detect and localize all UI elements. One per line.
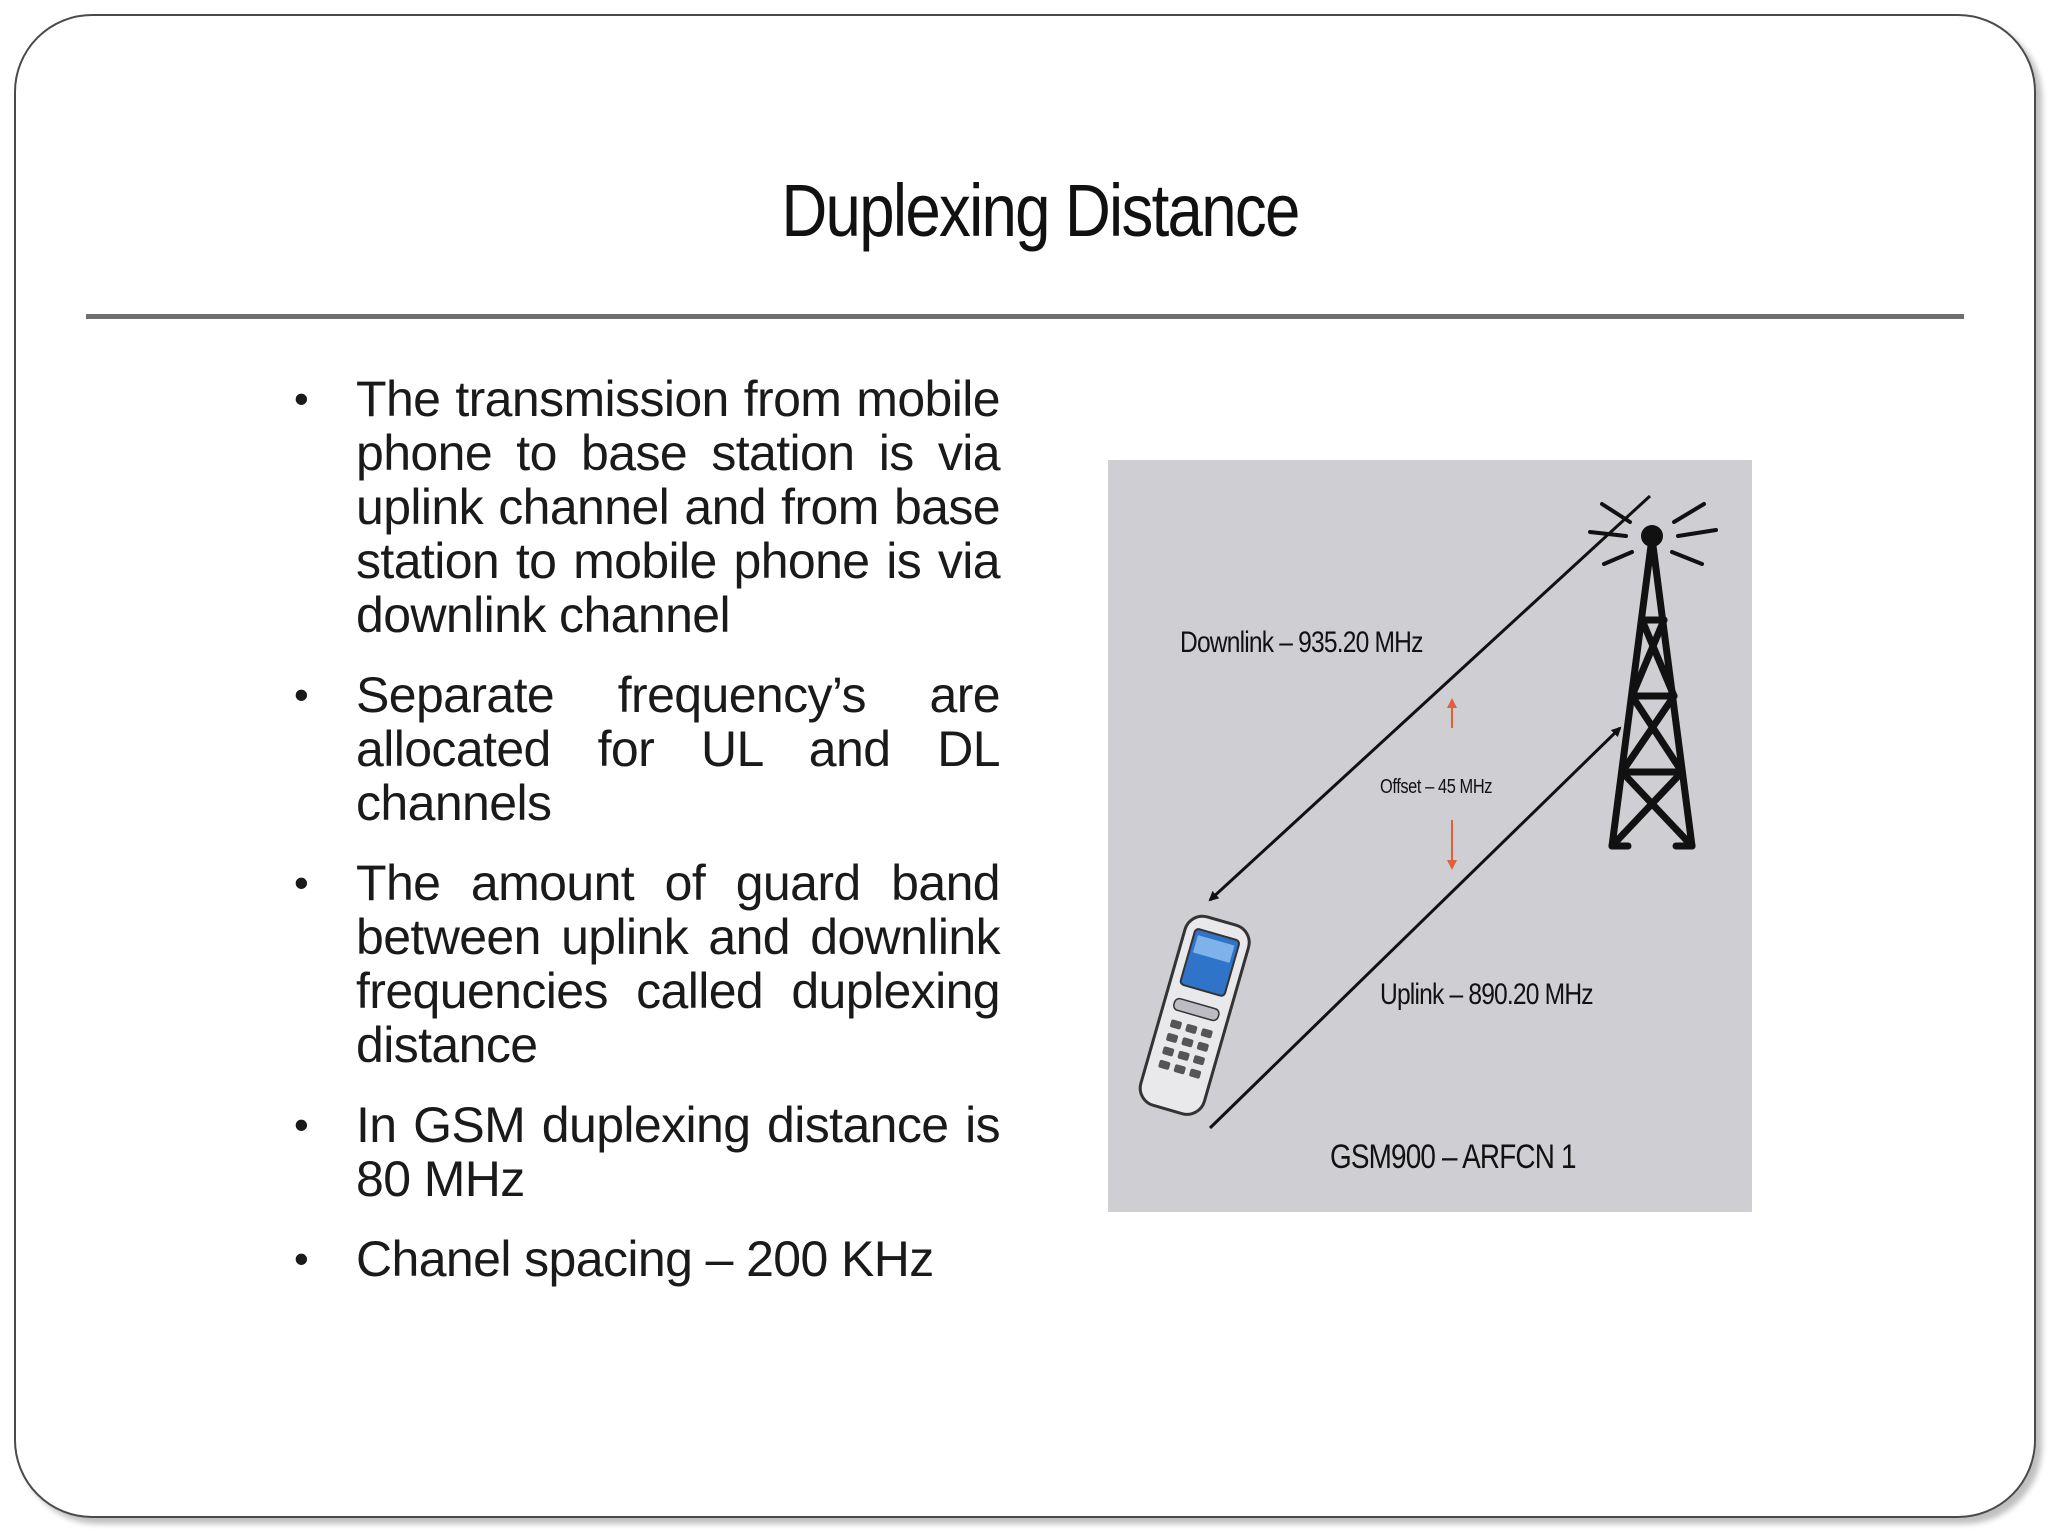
bullet-dot-icon: • [294,1235,309,1282]
bullet-dot-icon: • [294,1101,309,1148]
bullet-text: Separate frequency’s are allocated for U… [356,667,1001,831]
bullet-dot-icon: • [294,859,309,906]
bullet-item: • Chanel spacing – 200 KHz [280,1232,1000,1286]
bullet-list: • The transmission from mobile phone to … [280,371,1001,1312]
title-divider [86,314,1964,319]
bullet-item: • The transmission from mobile phone to … [280,371,1001,643]
bullet-item: • Separate frequency’s are allocated for… [280,667,1001,831]
bullet-text: In GSM duplexing distance is 80 MHz [356,1097,1001,1207]
bullet-text: The transmission from mobile phone to ba… [356,371,1001,643]
signal-waves-icon [1588,502,1718,566]
offset-label: Offset – 45 MHz [1380,776,1493,798]
bullet-item: • In GSM duplexing distance is 80 MHz [280,1097,1001,1207]
mobile-phone-icon [1138,914,1251,1116]
downlink-arrow [1208,494,1652,902]
diagram-caption: GSM900 – ARFCN 1 [1330,1138,1576,1176]
bullet-item: • The amount of guard band between uplin… [280,855,1001,1073]
uplink-arrow [1208,726,1622,1130]
diagram-graphics [1138,494,1718,1130]
bullet-dot-icon: • [294,671,309,718]
downlink-label: Downlink – 935.20 MHz [1180,626,1423,659]
slide-title: Duplexing Distance [781,169,1300,252]
tower-antenna-icon [1641,525,1663,547]
bullet-text: The amount of guard band between uplink … [356,855,1001,1073]
bullet-dot-icon: • [294,375,309,422]
uplink-label: Uplink – 890.20 MHz [1380,978,1594,1011]
duplex-diagram: Downlink – 935.20 MHz Offset – 45 MHz Up… [1108,460,1752,1212]
bullet-text: Chanel spacing – 200 KHz [356,1231,934,1287]
cell-tower-icon [1608,534,1696,850]
